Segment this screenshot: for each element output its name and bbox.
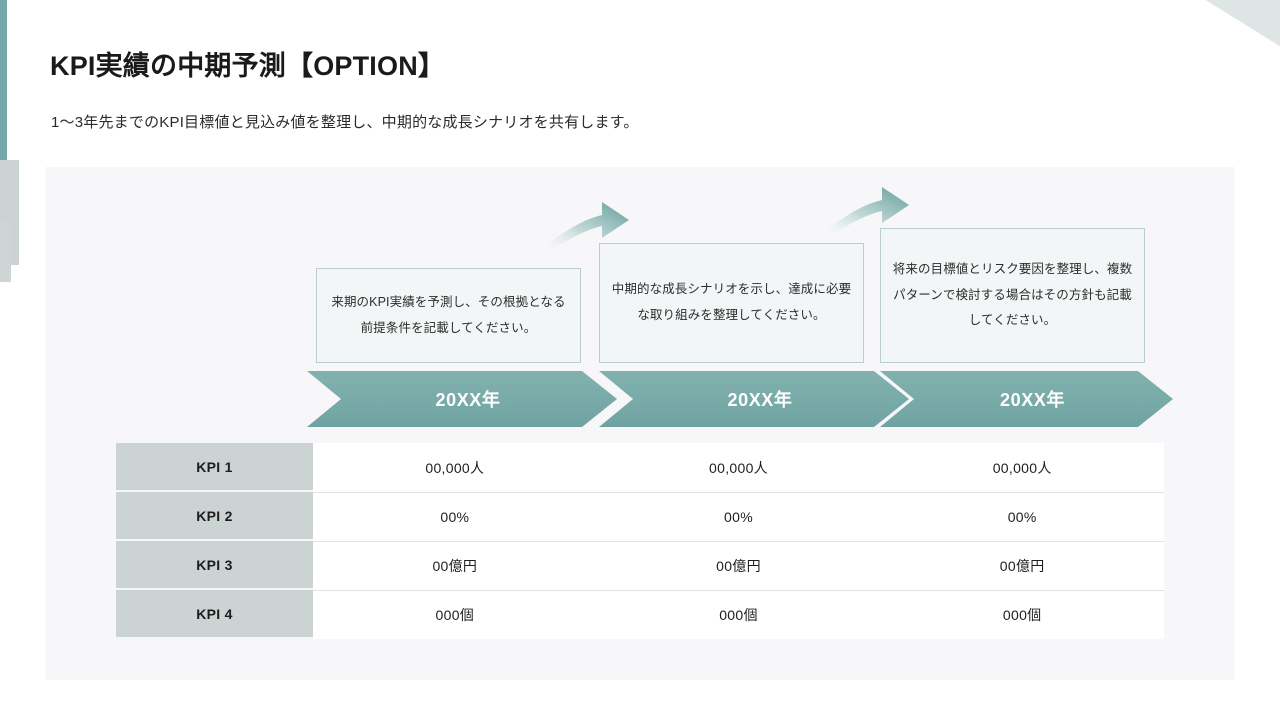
callout-text-2: 中期的な成長シナリオを示し、達成に必要な取り組みを整理してください。 [611, 282, 852, 322]
kpi-cell: 00% [1007, 509, 1037, 525]
callout-text-1: 来期のKPI実績を予測し、その根拠となる前提条件を記載してください。 [331, 294, 566, 335]
kpi-row-values: 00億円 00億円 00億円 [313, 541, 1164, 590]
kpi-cell: 000個 [1002, 607, 1042, 623]
table-row: KPI 3 00億円 00億円 00億円 [116, 541, 1164, 590]
table-row: KPI 4 000個 000個 000個 [116, 590, 1164, 639]
kpi-row-values: 00% 00% 00% [313, 492, 1164, 541]
kpi-cell: 00億円 [999, 558, 1045, 574]
kpi-cell: 000個 [435, 607, 475, 623]
kpi-cell: 00,000人 [425, 459, 485, 476]
kpi-cell: 00% [724, 509, 753, 525]
kpi-cell: 00,000人 [709, 459, 768, 476]
corner-triangle-decoration [1206, 0, 1280, 46]
kpi-row-values: 00,000人 00,000人 00,000人 [313, 443, 1164, 492]
timeline-step-1[interactable]: 20XX年 [307, 371, 617, 427]
table-row: KPI 2 00% 00% 00% [116, 492, 1164, 541]
timeline-step-3[interactable]: 20XX年 [880, 371, 1173, 427]
timeline-step-2[interactable]: 20XX年 [599, 371, 909, 427]
kpi-cell: 00,000人 [992, 459, 1052, 476]
kpi-cell: 000個 [719, 607, 758, 623]
timeline-step-3-label: 20XX年 [999, 390, 1066, 410]
kpi-cell: 00億円 [716, 558, 761, 574]
timeline-step-1-label: 20XX年 [435, 390, 501, 410]
left-accent-bar-grey-secondary [0, 222, 11, 282]
callout-box-2[interactable]: 中期的な成長シナリオを示し、達成に必要な取り組みを整理してください。 [599, 243, 864, 363]
kpi-row-label: KPI 1 [116, 443, 313, 492]
kpi-row-label: KPI 4 [116, 590, 313, 639]
timeline-chevron-band: 20XX年 20XX年 20XX年 [307, 371, 1173, 427]
callout-text-3: 将来の目標値とリスク要因を整理し、複数パターンで検討する場合はその方針も記載して… [892, 262, 1133, 328]
timeline-step-2-label: 20XX年 [727, 390, 793, 410]
kpi-row-label: KPI 2 [116, 492, 313, 541]
curved-arrow-icon [820, 187, 909, 237]
kpi-row-label: KPI 3 [116, 541, 313, 590]
left-accent-bar-teal [0, 0, 7, 160]
kpi-row-values: 000個 000個 000個 [313, 590, 1164, 639]
table-row: KPI 1 00,000人 00,000人 00,000人 [116, 443, 1164, 492]
kpi-cell: 00% [440, 509, 470, 525]
page-subtitle: 1〜3年先までのKPI目標値と見込み値を整理し、中期的な成長シナリオを共有します… [51, 114, 639, 131]
callout-box-3[interactable]: 将来の目標値とリスク要因を整理し、複数パターンで検討する場合はその方針も記載して… [880, 228, 1145, 363]
curved-arrow-icon [540, 202, 629, 252]
kpi-table: KPI 1 00,000人 00,000人 00,000人 KPI 2 00% … [116, 443, 1164, 639]
page-title: KPI実績の中期予測【OPTION】 [50, 51, 446, 81]
kpi-cell: 00億円 [432, 558, 478, 574]
callout-box-1[interactable]: 来期のKPI実績を予測し、その根拠となる前提条件を記載してください。 [316, 268, 581, 363]
